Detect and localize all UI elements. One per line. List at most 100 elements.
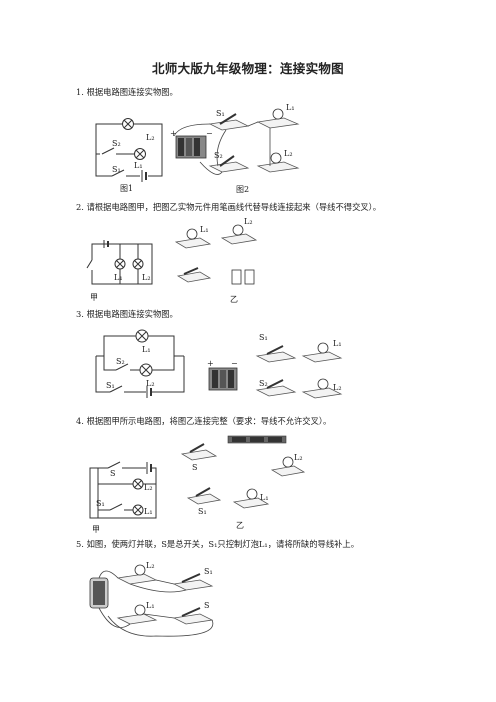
physical-components-fig2: + − S₁ L₁ S₂ L₂ 图2	[170, 103, 300, 194]
label-L1: L₁	[260, 493, 269, 502]
plus-sign: +	[170, 129, 177, 138]
switch-S1: S₁	[255, 333, 297, 363]
question-number: 4.	[76, 416, 84, 426]
question-text: 根据电路图连接实物图。	[86, 309, 178, 319]
label-L2: L₂	[142, 273, 151, 282]
battery-symbol	[103, 240, 109, 248]
switch-S1: S₁	[208, 109, 250, 131]
label-L2: L₂	[144, 483, 153, 492]
label-L1: L₁	[142, 345, 151, 354]
question-number: 1.	[76, 87, 84, 97]
switch-S2: S₂	[208, 151, 250, 173]
question-3: 3. 根据电路图连接实物图。	[76, 308, 178, 320]
caption-yi: 乙	[236, 521, 244, 530]
lamp-L1: L₁	[256, 103, 300, 129]
battery-pack	[227, 435, 287, 444]
switch-symbol-S2	[115, 363, 129, 371]
switch-symbol	[86, 259, 93, 269]
switch-S: S	[180, 443, 218, 472]
switch-S2: S₂	[255, 379, 297, 397]
label-L1: L₁	[146, 601, 155, 610]
lamp-symbol-L1	[135, 329, 149, 343]
label-L2: L₂	[146, 379, 155, 388]
question-number: 2.	[76, 202, 84, 212]
physical-components-yi-q2: L₁ L₂ 乙	[174, 217, 258, 304]
label-L1: L₁	[333, 339, 342, 348]
switch-S1: S₁	[186, 487, 222, 516]
label-S: S	[204, 601, 209, 610]
label-L2: L₂	[146, 561, 155, 570]
lamp-L2: L₂	[301, 378, 343, 399]
lamp-symbol-L2	[139, 363, 153, 377]
lamp-L1: L₁	[232, 488, 270, 509]
label-L1: L₁	[114, 273, 123, 282]
question-number: 5.	[76, 539, 84, 549]
circuit-diagram-jia-q2: L₁ L₂ 甲	[86, 240, 153, 302]
switch-symbol-S	[107, 461, 121, 469]
label-S2: S₂	[214, 151, 223, 160]
question-text: 请根据电路图甲，把图乙实物元件用笔画线代替导线连接起来（导线不得交叉）。	[86, 202, 382, 212]
switch-S1: S₁	[172, 567, 214, 591]
switch-symbol-S1	[109, 503, 123, 511]
label-S1: S₁	[112, 165, 121, 174]
page-title: 北师大版九年级物理：连接实物图	[151, 61, 344, 76]
label-S2: S₂	[112, 139, 121, 148]
physical-components-q5: L₂ L₁ S₁ S	[89, 561, 214, 637]
lamp-L1: L₁	[116, 601, 158, 625]
switch	[176, 267, 212, 283]
switch-S: S	[172, 601, 214, 625]
switch-symbol-S2	[101, 147, 115, 155]
question-text: 根据图甲所示电路图，将图乙连接完整（要求：导线不允许交叉）。	[86, 416, 332, 426]
label-S2: S₂	[259, 379, 268, 388]
lamp-L1: L₁	[301, 339, 343, 363]
lamp-symbol-L2	[134, 148, 146, 160]
fig2-caption: 图2	[236, 185, 249, 194]
caption-jia: 甲	[90, 293, 98, 302]
label-S1: S₁	[204, 567, 213, 576]
lamp-L2: L₂	[116, 561, 158, 585]
label-S2: S₂	[116, 357, 125, 366]
question-number: 3.	[76, 309, 84, 319]
minus-sign: −	[231, 359, 238, 368]
lamp-symbol-L1	[114, 258, 126, 270]
lamp-symbol-L1	[122, 118, 134, 130]
lamp-L1: L₁	[174, 225, 212, 249]
switch-symbol-S1	[111, 169, 125, 177]
label-S1: S₁	[106, 381, 115, 390]
lamp-L2: L₂	[256, 149, 300, 173]
battery-pack: + −	[207, 359, 238, 391]
lamp-symbol-L2	[132, 258, 144, 270]
label-L2: L₂	[294, 453, 303, 462]
question-2: 2. 请根据电路图甲，把图乙实物元件用笔画线代替导线连接起来（导线不得交叉）。	[76, 201, 381, 213]
minus-sign: −	[206, 129, 213, 138]
label-L1: L₁	[200, 225, 209, 234]
label-S1: S₁	[259, 333, 268, 342]
fig1-caption: 图1	[120, 184, 133, 193]
label-L1: L₁	[286, 103, 295, 112]
question-text: 如图，使两灯并联，S是总开关，S₁只控制灯泡L₁，请将所缺的导线补上。	[86, 539, 360, 549]
label-L2: L₂	[284, 149, 293, 158]
label-L2: L₂	[333, 383, 342, 392]
battery-pack: + −	[170, 129, 213, 159]
switch-symbol-S1	[109, 385, 123, 393]
label-L1: L₁	[134, 161, 143, 170]
lamp-L2: L₂	[270, 453, 306, 477]
lamp-symbol-L1	[132, 504, 144, 516]
label-S1: S₁	[216, 109, 225, 118]
label-L1: L₁	[144, 507, 153, 516]
battery-symbol	[146, 462, 152, 474]
question-1: 1. 根据电路图连接实物图。	[76, 86, 178, 98]
label-L2: L₂	[244, 217, 253, 226]
question-5: 5. 如图，使两灯并联，S是总开关，S₁只控制灯泡L₁，请将所缺的导线补上。	[76, 538, 359, 550]
circuit-diagram-q3: L₁ L₂ S₂ S₁	[95, 329, 185, 398]
battery-symbol	[146, 386, 152, 398]
plus-sign: +	[207, 359, 214, 368]
lamp-L2: L₂	[220, 217, 258, 245]
circuit-diagram-fig1: S₂ S₁ L₁ L₂ 图1	[95, 118, 163, 193]
caption-jia: 甲	[92, 525, 100, 534]
label-S: S	[192, 463, 197, 472]
label-S1: S₁	[96, 499, 105, 508]
label-S: S	[110, 469, 115, 478]
lamp-symbol-L2	[132, 478, 144, 490]
battery-cylinder	[89, 577, 109, 609]
